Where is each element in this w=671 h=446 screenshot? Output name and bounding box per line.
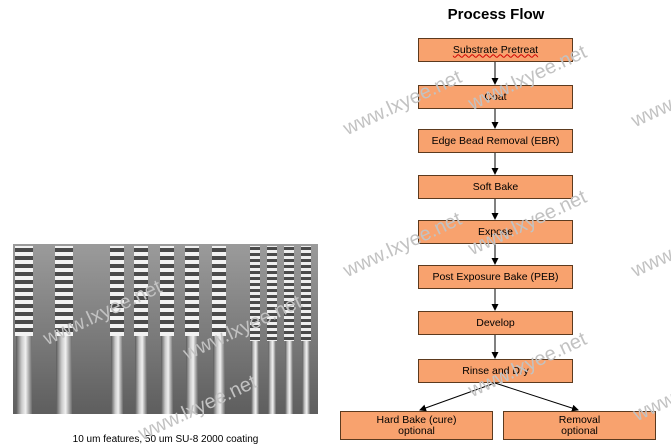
image-caption: 10 um features, 50 um SU-8 2000 coating [72, 434, 259, 445]
step-note: optional [398, 424, 435, 437]
process-flow-title: Process Flow [447, 6, 545, 23]
step-label: Rinse and Dry [462, 364, 529, 377]
step-label: Removal [558, 413, 601, 426]
step-post-exposure-bake: Post Exposure Bake (PEB) [418, 265, 573, 289]
step-hard-bake: Hard Bake (cure) optional [340, 411, 493, 440]
step-label: Substrate Pretreat [452, 43, 539, 56]
step-soft-bake: Soft Bake [418, 175, 573, 199]
step-develop: Develop [418, 311, 573, 335]
pillar-group-right [250, 246, 311, 414]
step-note: optional [561, 424, 598, 437]
arrow-branch-removal [494, 382, 579, 412]
arrow-branch-hard-bake [419, 382, 496, 412]
step-label: Soft Bake [472, 180, 519, 193]
step-label: Post Exposure Bake (PEB) [432, 270, 559, 283]
step-label: Develop [476, 316, 515, 329]
step-edge-bead-removal: Edge Bead Removal (EBR) [418, 129, 573, 153]
step-substrate-pretreat: Substrate Pretreat [418, 38, 573, 62]
watermark: www.lxyee.net [628, 57, 671, 132]
step-label: Hard Bake (cure) [376, 413, 457, 426]
step-rinse-and-dry: Rinse and Dry [418, 359, 573, 383]
step-label: Coat [484, 90, 507, 103]
step-label: Edge Bead Removal (EBR) [431, 134, 560, 147]
step-coat: Coat [418, 85, 573, 109]
step-removal: Removal optional [503, 411, 656, 440]
step-expose: Expose [418, 220, 573, 244]
step-label: Expose [477, 225, 514, 238]
sem-micrograph [13, 244, 318, 414]
pillar-group-left [15, 246, 73, 414]
watermark: www.lxyee.net [628, 207, 671, 282]
pillar-group-middle [110, 246, 226, 414]
